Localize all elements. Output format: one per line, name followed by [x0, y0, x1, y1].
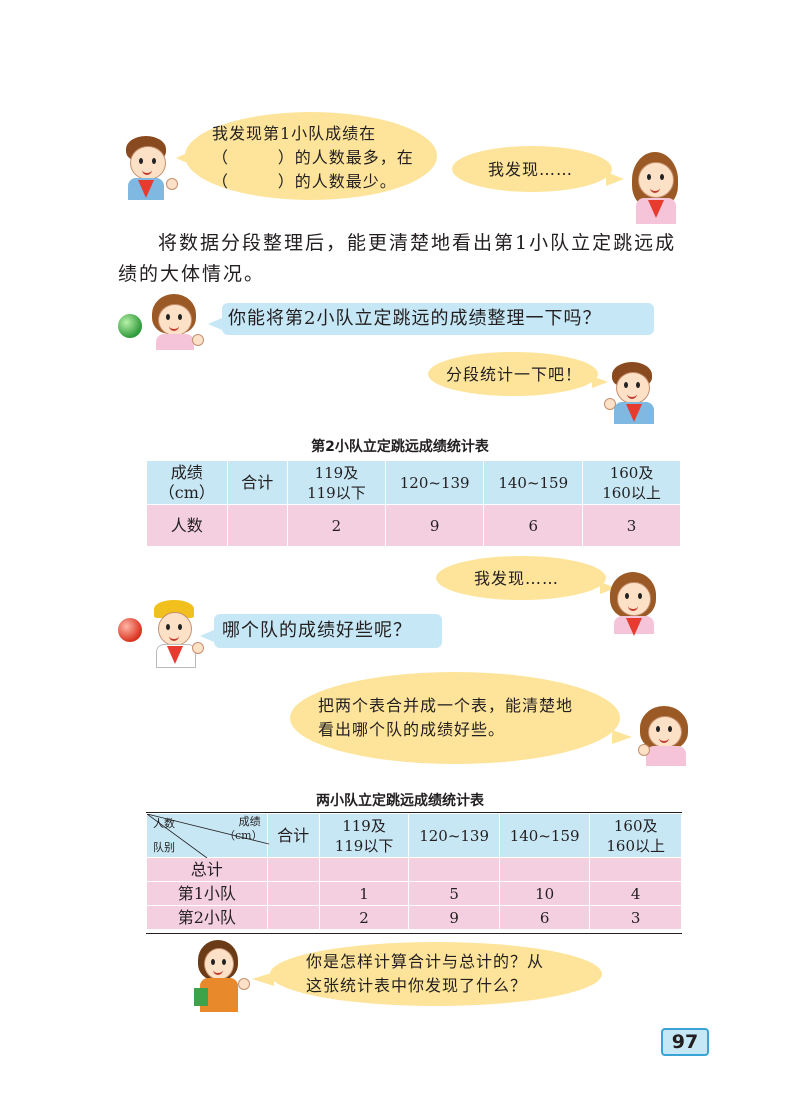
teacher-character: [190, 940, 252, 1012]
table1-header-c4: 160及 160以上: [582, 460, 681, 505]
bubble7-line2: 看出哪个队的成绩好些。: [318, 720, 506, 739]
table1-cell: 2: [286, 504, 386, 547]
t1-h-score-2: （cm）: [158, 482, 215, 502]
table1-header-c3: 140~159: [483, 460, 584, 505]
girl-character-4: [636, 706, 698, 766]
table2-cell: 9: [408, 905, 500, 930]
table1-header-score: 成绩 （cm）: [146, 460, 228, 505]
t2-h-score-2: （cm）: [223, 829, 263, 842]
bubble3-text: 你能将第2小队立定跳远的成绩整理一下吗？: [228, 308, 602, 329]
t2-h-count: 人数: [153, 817, 175, 830]
table2-cell: 2: [318, 905, 410, 930]
bubble4-text: 分段统计一下吧！: [446, 365, 583, 384]
bubble2-text: 我发现……: [488, 160, 574, 179]
t2-h-c1-1: 119及: [342, 816, 386, 835]
bubble-tail-3: [208, 318, 222, 330]
table2-cell: [318, 857, 410, 882]
table2-cell: [498, 857, 591, 882]
t1-h-c1-2: 119以下: [307, 483, 366, 502]
bubble6-text: 哪个队的成绩好些呢？: [222, 620, 412, 641]
bubble-tail-2: [606, 172, 624, 186]
table2-cell: 6: [498, 905, 591, 930]
t1-h-c1-1: 119及: [314, 463, 359, 482]
table2-cell: 4: [589, 881, 682, 906]
diagonal-lines: [147, 814, 269, 858]
table2-cell: 1: [318, 881, 410, 906]
table2-bottom-rule: [146, 933, 682, 934]
speech-bubble-7: [290, 672, 620, 764]
table1-cell: 9: [384, 504, 485, 547]
speech-bubble-3: [222, 303, 654, 335]
boy-character-2: [600, 362, 664, 424]
paragraph-line2: 绩的大体情况。: [118, 263, 266, 285]
table2-header-c2: 120~139: [408, 813, 500, 858]
paragraph-line1: 将数据分段整理后，能更清楚地看出第1小队立定跳远成: [158, 232, 677, 254]
bubble1-line3: （ ）的人数最少。: [212, 172, 397, 191]
page-number: 97: [661, 1028, 709, 1056]
girl-character-2: [148, 294, 206, 350]
bubble1-line2: （ ）的人数最多，在: [212, 148, 414, 167]
speech-bubble-2: [452, 146, 612, 192]
table2-header-total: 合计: [266, 813, 320, 858]
t2-h-c4-1: 160及: [613, 816, 658, 835]
table2-cell: 3: [589, 905, 682, 930]
t1-h-score-1: 成绩: [170, 462, 203, 482]
speech-bubble-6: [214, 614, 442, 648]
t1-h-c4-1: 160及: [609, 463, 654, 482]
girl-character-3: [608, 572, 664, 636]
table2-row-label: 第1小队: [146, 881, 268, 906]
table1-row-total: [226, 504, 288, 547]
table2-row-total: [266, 881, 320, 906]
bubble8-line2: 这张统计表中你发现了什么？: [306, 976, 528, 995]
speech-bubble-8: [270, 942, 602, 1006]
speech-bubble-4: [428, 352, 598, 396]
table1-cell: 6: [483, 504, 584, 547]
speech-bubble-1: [185, 112, 437, 200]
table2-top-rule: [146, 812, 682, 813]
table2-row-label: 第2小队: [146, 905, 268, 930]
table2-cell: [589, 857, 682, 882]
table2-header-c1: 119及 119以下: [318, 813, 410, 858]
table2-row-label: 总计: [146, 857, 268, 882]
table2-cell: 5: [408, 881, 500, 906]
bubble-tail-1: [176, 150, 194, 166]
table1-cell: 3: [582, 504, 681, 547]
bubble-tail-6: [200, 630, 214, 642]
table2-title: 两小队立定跳远成绩统计表: [316, 793, 484, 809]
t1-h-c4-2: 160以上: [602, 483, 661, 502]
t2-h-c1-2: 119以下: [334, 836, 394, 855]
table2-cell: [408, 857, 500, 882]
girl-character-1: [628, 152, 688, 224]
table2-cell: 10: [498, 881, 591, 906]
bubble-tail-7: [612, 730, 632, 744]
speech-bubble-5: [436, 556, 606, 600]
bubble1-line1: 我发现第1小队成绩在: [212, 124, 377, 143]
table2-row-total: [266, 857, 320, 882]
table2-diagonal-header: 人数 成绩 （cm） 队别: [146, 813, 269, 858]
red-ball-icon: [118, 618, 142, 642]
bubble-tail-4: [592, 376, 608, 388]
table1-title: 第2小队立定跳远成绩统计表: [311, 439, 489, 455]
table1-header-c2: 120~139: [384, 460, 485, 505]
bubble8-line1: 你是怎样计算合计与总计的？从: [306, 952, 545, 971]
t2-h-score-1: 成绩: [238, 815, 261, 828]
table1-row-label: 人数: [146, 504, 228, 547]
bubble-tail-8: [252, 972, 274, 986]
t2-h-team: 队别: [153, 841, 175, 854]
table2-header-c3: 140~159: [498, 813, 591, 858]
green-ball-icon: [118, 314, 142, 338]
boy-character-1: [122, 136, 178, 200]
table1-header-c1: 119及 119以下: [286, 460, 386, 505]
t2-h-c4-2: 160以上: [606, 836, 666, 855]
table1-header-total: 合计: [226, 460, 288, 505]
table1: 成绩 （cm） 合计 119及 119以下 120~139 140~159 16…: [146, 460, 681, 547]
bubble5-text: 我发现……: [474, 569, 560, 588]
book-icon: [194, 988, 208, 1006]
table2: 人数 成绩 （cm） 队别 合计 119及 119以下 120~139 140~…: [146, 813, 682, 930]
boy-with-cap-character: [148, 600, 206, 668]
table2-header-c4: 160及 160以上: [589, 813, 682, 858]
table2-row-total: [266, 905, 320, 930]
bubble7-line1: 把两个表合并成一个表，能清楚地: [318, 696, 574, 715]
